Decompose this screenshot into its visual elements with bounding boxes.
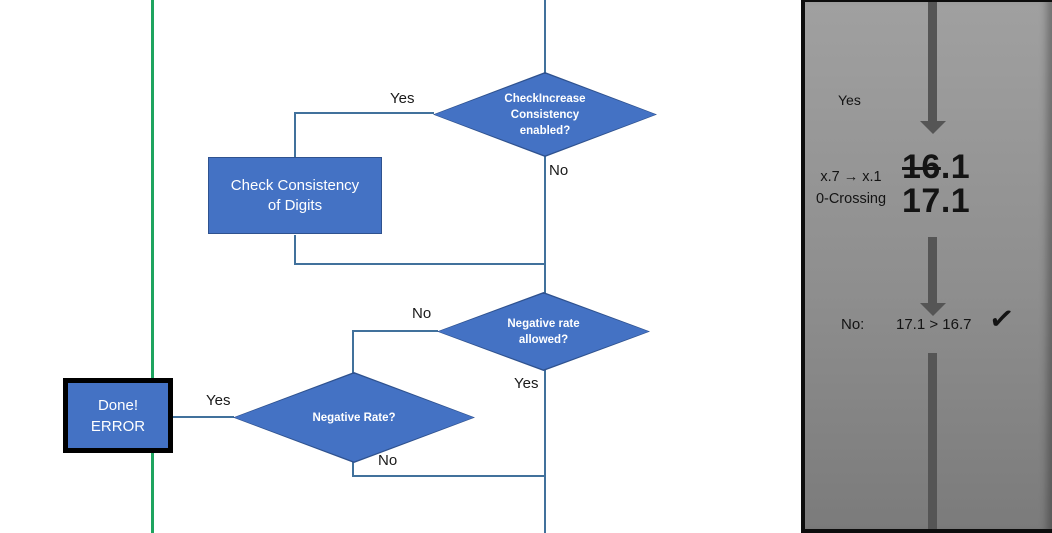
- decision-label: Negative Rate?: [312, 411, 396, 424]
- flow-arrow-3-shaft: [928, 353, 937, 529]
- crossing-rule-line2: 0-Crossing: [815, 191, 887, 207]
- check-icon: ✓: [986, 301, 1017, 338]
- value-correction: 16.1 17.1: [902, 150, 970, 218]
- branch-label-yes-1: Yes: [390, 90, 415, 107]
- flow-arrow-2-head: [920, 303, 946, 316]
- decision-negative-rate: Negative Rate?: [233, 372, 475, 463]
- decision-label: CheckIncrease Consistency enabled?: [504, 92, 586, 137]
- result-comparison: 17.1 > 16.7: [896, 316, 972, 333]
- connector-down-to-process: [294, 112, 296, 158]
- branch-label-yes-2: Yes: [514, 375, 539, 392]
- flow-arrow-1-shaft: [928, 2, 937, 122]
- crossing-rule-note: x.7 → x.1 0-Crossing: [807, 166, 895, 210]
- old-value-struck: 16: [902, 148, 941, 186]
- new-value: 17.1: [902, 182, 971, 220]
- connector-negative-rate-down: [352, 462, 354, 477]
- connector-process-return: [294, 263, 546, 265]
- decision-check-increase-enabled: CheckIncrease Consistency enabled?: [433, 72, 657, 157]
- terminator-done-error: Done! ERROR: [63, 378, 173, 453]
- old-value: 16.1: [902, 150, 970, 184]
- process-check-consistency: Check Consistency of Digits: [208, 157, 382, 234]
- connector-no-return: [352, 475, 545, 477]
- flow-arrow-1-head: [920, 121, 946, 134]
- main-flow-line: [544, 0, 546, 533]
- branch-label-no-3: No: [378, 452, 398, 469]
- flow-arrow-2-shaft: [928, 237, 937, 304]
- branch-label-yes-3: Yes: [206, 392, 231, 409]
- old-value-rest: .1: [940, 148, 971, 186]
- connector-process-down: [294, 235, 296, 265]
- connector-no-to-negative-rate: [352, 330, 438, 332]
- green-divider-line: [151, 0, 154, 533]
- crossing-rule-line1: x.7 → x.1: [820, 169, 882, 185]
- explanation-panel: Yes x.7 → x.1 0-Crossing 16.1 17.1 No: 1…: [801, 0, 1052, 533]
- connector-down-to-negative-rate: [352, 330, 354, 374]
- branch-label-no-2: No: [412, 305, 432, 322]
- result-prefix: No:: [841, 316, 865, 333]
- connector-yes-to-process: [294, 112, 434, 114]
- panel-yes-label: Yes: [838, 92, 861, 108]
- branch-label-no-1: No: [549, 162, 569, 179]
- connector-yes-to-done: [173, 416, 234, 418]
- decision-label: Negative rate allowed?: [507, 317, 580, 346]
- decision-negative-rate-allowed: Negative rate allowed?: [437, 292, 650, 371]
